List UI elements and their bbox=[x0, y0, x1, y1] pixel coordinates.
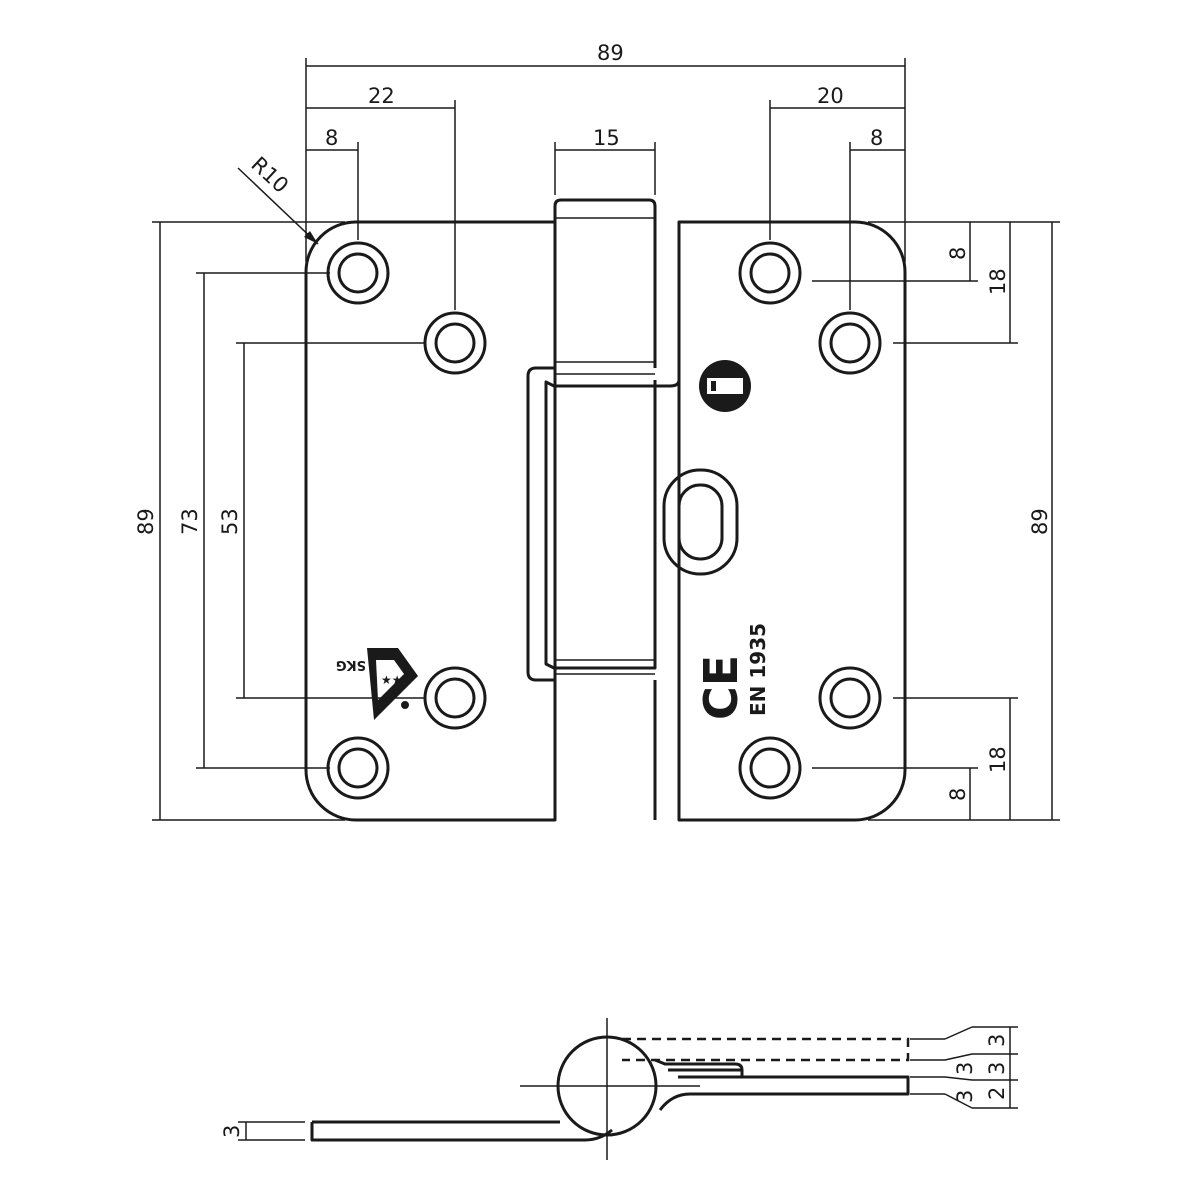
right-leaf-open-position bbox=[622, 1037, 910, 1062]
side-view: 3 3 3 2 3 bbox=[220, 1018, 1018, 1160]
knuckle-top bbox=[553, 198, 657, 368]
dim-stack-4: 3 bbox=[953, 1090, 977, 1103]
dim-stack-side: 3 bbox=[953, 1062, 977, 1075]
orientation-symbol bbox=[699, 360, 751, 412]
dim-inner-hole-spacing: 53 bbox=[218, 508, 242, 535]
screw-hole bbox=[326, 241, 390, 305]
screw-hole bbox=[423, 666, 487, 730]
dim-left-inner-offset: 22 bbox=[368, 84, 395, 108]
skg-mark: ★★★ SKG bbox=[336, 648, 418, 720]
right-leaf-outline bbox=[677, 220, 907, 822]
stack-dimensions: 3 3 2 3 3 bbox=[910, 1026, 1018, 1109]
dim-knuckle-width: 15 bbox=[593, 126, 620, 150]
screw-hole bbox=[818, 311, 882, 375]
screw-holes bbox=[326, 241, 882, 800]
screw-hole bbox=[738, 241, 802, 305]
screw-hole bbox=[818, 666, 882, 730]
left-leaf-outline bbox=[304, 220, 557, 822]
dim-corner-radius: R10 bbox=[247, 152, 294, 198]
oval-slot bbox=[662, 468, 739, 576]
dim-right-outer-offset: 8 bbox=[870, 126, 883, 150]
front-view: CE EN 1935 ★★★ SKG bbox=[134, 41, 1060, 822]
dim-overall-width: 89 bbox=[597, 41, 624, 65]
dim-outer-hole-spacing: 73 bbox=[178, 508, 202, 535]
knuckle-middle bbox=[544, 370, 681, 670]
oval-slot-inner bbox=[677, 483, 724, 561]
dim-left-outer-offset: 8 bbox=[325, 126, 338, 150]
left-dimensions: 89 73 53 bbox=[134, 221, 424, 821]
screw-hole bbox=[423, 311, 487, 375]
screw-hole bbox=[738, 736, 802, 800]
dim-stack-1: 3 bbox=[985, 1034, 1009, 1047]
dim-height-left: 89 bbox=[134, 508, 158, 535]
standard-mark-text: EN 1935 bbox=[746, 623, 770, 716]
dim-right-top-edge-hole: 8 bbox=[946, 247, 970, 260]
dim-right-top-inner-hole: 18 bbox=[986, 268, 1010, 295]
dim-right-bottom-edge-hole: 8 bbox=[946, 788, 970, 801]
screw-hole bbox=[326, 736, 390, 800]
ce-marking: CE bbox=[694, 655, 748, 720]
right-dimensions: 89 8 18 18 8 bbox=[812, 221, 1060, 821]
standard-marking: EN 1935 bbox=[746, 623, 770, 716]
dim-leaf-thickness: 3 bbox=[220, 1125, 244, 1138]
dim-right-bottom-inner-hole: 18 bbox=[986, 746, 1010, 773]
top-dimensions: 89 22 8 15 20 8 bbox=[305, 41, 906, 310]
skg-stars: ★★★ bbox=[381, 673, 413, 687]
right-leaf-bend bbox=[668, 1068, 742, 1079]
skg-text: SKG bbox=[336, 657, 366, 672]
dim-right-inner-offset: 20 bbox=[817, 84, 844, 108]
right-leaf-side bbox=[654, 1058, 910, 1111]
dim-stack-2: 3 bbox=[985, 1062, 1009, 1075]
knuckle-outer-bend bbox=[526, 366, 555, 682]
left-leaf-side bbox=[310, 1120, 613, 1142]
ce-mark-text: CE bbox=[694, 655, 748, 720]
dim-height-right: 89 bbox=[1028, 508, 1052, 535]
dim-stack-3: 2 bbox=[985, 1087, 1009, 1100]
